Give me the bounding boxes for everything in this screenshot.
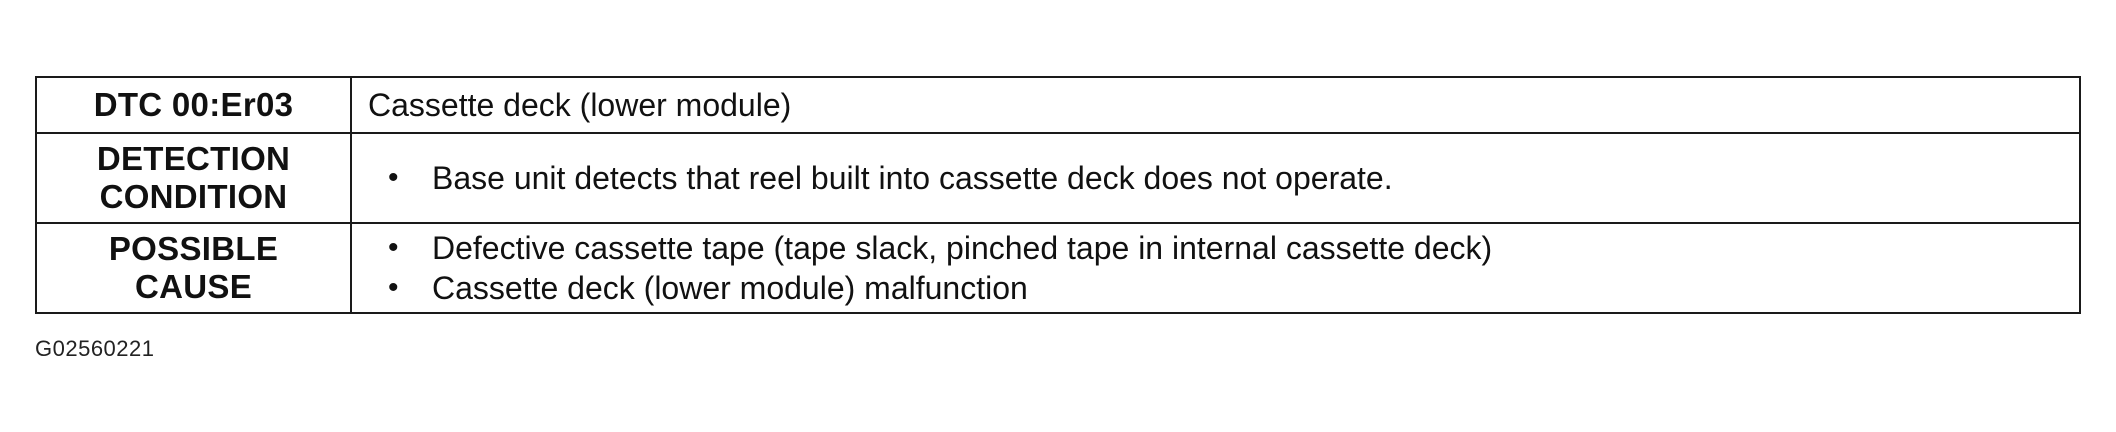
list-item: • Defective cassette tape (tape slack, p… (388, 228, 2079, 268)
figure-code: G02560221 (35, 336, 155, 361)
possible-cause-label-line-1: POSSIBLE (108, 230, 279, 267)
dtc-code-label: DTC 00:Er03 (35, 76, 352, 134)
list-item-text: Defective cassette tape (tape slack, pin… (432, 230, 1493, 266)
possible-cause-label: POSSIBLE CAUSE (35, 222, 352, 314)
possible-cause-label-line-2: CAUSE (134, 268, 253, 305)
possible-cause-list: • Defective cassette tape (tape slack, p… (368, 228, 2079, 308)
possible-cause-row: POSSIBLE CAUSE • Defective cassette tape… (35, 222, 2081, 314)
dtc-description: Cassette deck (lower module) (350, 76, 2081, 134)
detection-condition-list: • Base unit detects that reel built into… (368, 158, 2079, 198)
list-item-text: Cassette deck (lower module) malfunction (432, 270, 1028, 306)
dtc-row: DTC 00:Er03 Cassette deck (lower module) (35, 76, 2081, 134)
list-item: • Base unit detects that reel built into… (388, 158, 2079, 198)
detection-condition-label-line-2: CONDITION (99, 178, 288, 215)
possible-cause-value: • Defective cassette tape (tape slack, p… (350, 222, 2081, 314)
detection-condition-value: • Base unit detects that reel built into… (350, 132, 2081, 224)
detection-condition-label-line-1: DETECTION (96, 140, 291, 177)
dtc-table: DTC 00:Er03 Cassette deck (lower module)… (35, 76, 2081, 314)
bullet-icon: • (388, 231, 399, 264)
bullet-icon: • (388, 271, 399, 304)
bullet-icon: • (388, 161, 399, 194)
dtc-code-text: DTC 00:Er03 (93, 86, 294, 123)
detection-condition-row: DETECTION CONDITION • Base unit detects … (35, 132, 2081, 224)
detection-condition-label: DETECTION CONDITION (35, 132, 352, 224)
list-item: • Cassette deck (lower module) malfuncti… (388, 268, 2079, 308)
list-item-text: Base unit detects that reel built into c… (432, 160, 1393, 196)
dtc-description-text: Cassette deck (lower module) (368, 87, 792, 123)
